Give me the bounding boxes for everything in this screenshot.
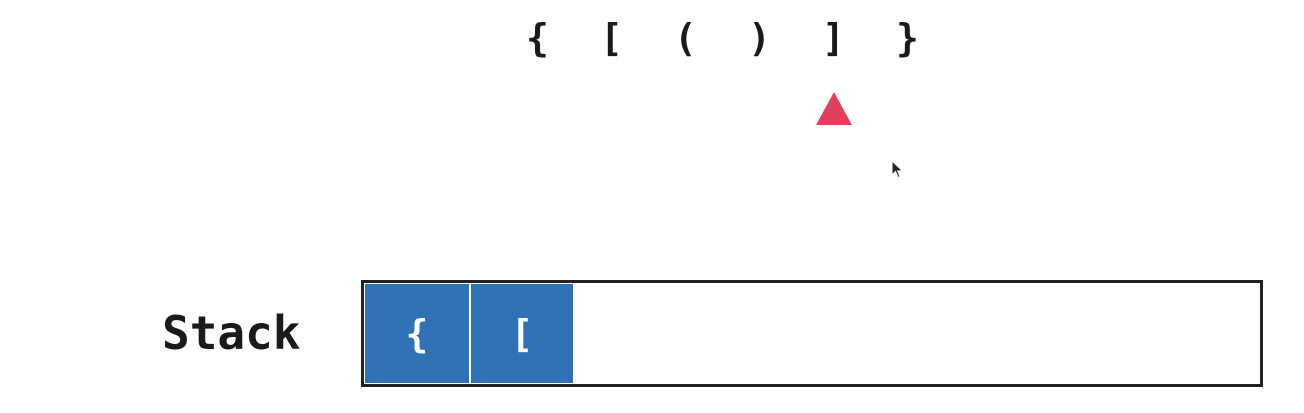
bracket-sequence: { [ ( ) ] } bbox=[526, 10, 970, 66]
sequence-token: [ bbox=[600, 16, 623, 60]
mouse-cursor-icon bbox=[891, 160, 904, 179]
sequence-token: } bbox=[896, 16, 919, 60]
stack-container: { [ bbox=[361, 280, 1263, 387]
stack-item: { bbox=[365, 284, 469, 383]
stack-label: Stack bbox=[162, 306, 301, 360]
current-position-pointer-icon bbox=[816, 92, 852, 125]
stack-item: [ bbox=[469, 284, 573, 383]
sequence-token: ) bbox=[748, 16, 771, 60]
sequence-token: { bbox=[526, 16, 549, 60]
sequence-token: ] bbox=[822, 16, 845, 60]
sequence-token: ( bbox=[674, 16, 697, 60]
